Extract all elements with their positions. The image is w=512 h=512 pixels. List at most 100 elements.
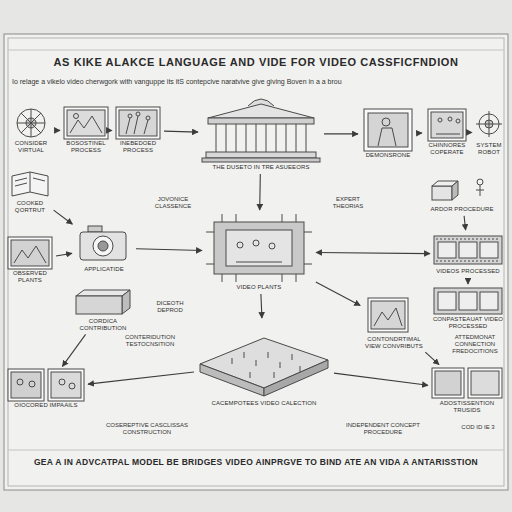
book-icon-part — [30, 172, 31, 192]
processor-chip-icon-part — [222, 214, 223, 222]
node-caption: OBSERVED PLANTS — [6, 270, 54, 284]
picture-frame-icon-part — [67, 110, 105, 136]
flow-arrow — [164, 131, 198, 132]
flow-arrow — [324, 133, 358, 134]
platform-crowd-icon-part — [244, 352, 245, 358]
flow-arrow — [425, 352, 439, 365]
platform-crowd-icon-part — [250, 372, 251, 378]
illustrated-node: CONTONDRTIMAL VIEW CONVRIBUTS — [362, 296, 426, 351]
flow-arrow — [316, 282, 360, 306]
processor-chip-icon — [206, 214, 312, 282]
camera-icon-part — [93, 236, 113, 256]
picture-frame-icon-part — [11, 240, 49, 266]
film-strip-icon-part — [438, 292, 456, 310]
flow-arrow — [259, 174, 261, 210]
annotation-label: CONTERIDUTION TESTOCNSITION — [112, 334, 188, 348]
platform-crowd-icon-part — [200, 338, 328, 388]
projector-box-icon-part — [76, 296, 122, 314]
picture-frame-icon — [364, 109, 412, 151]
wheel-icon-part — [21, 113, 41, 133]
processor-chip-icon-part — [253, 240, 259, 246]
platform-crowd-icon-part — [280, 362, 281, 368]
platform-crowd-icon-part — [256, 360, 257, 366]
book-icon-part — [15, 178, 27, 181]
picture-frame-icon-part — [368, 298, 408, 332]
platform-crowd-icon-part — [200, 364, 264, 396]
museum-building-icon-part — [306, 124, 307, 152]
museum-building-icon-part — [246, 124, 247, 152]
node-caption: COOKED QORTRUT — [8, 200, 52, 214]
node-caption: SYSTEM ROBOT — [474, 142, 504, 156]
picture-frame-icon-part — [456, 119, 460, 123]
camera-icon-part — [98, 241, 108, 251]
picture-frame-icon-part — [364, 109, 412, 151]
film-strip-icon-part — [459, 292, 477, 310]
platform-crowd-icon-part — [300, 366, 301, 372]
node-caption: BOSOSTINEL PROCESS — [62, 140, 110, 154]
processor-chip-icon-part — [296, 214, 297, 222]
wheel-icon-part — [21, 113, 41, 133]
picture-frame-icon-part — [468, 368, 502, 398]
processor-chip-icon-part — [237, 242, 243, 248]
flow-arrow — [467, 278, 468, 284]
museum-building-icon-part — [256, 124, 257, 152]
picture-frame-icon-part — [428, 109, 466, 141]
book-icon-part — [15, 183, 27, 186]
museum-building-icon-part — [216, 124, 217, 152]
picture-frame-icon-part — [471, 371, 499, 395]
node-caption: CONPASTEAUAT VIDEO PROCESSED — [432, 316, 504, 330]
museum-building-icon-part — [202, 158, 320, 162]
book-icon-part — [33, 178, 45, 181]
processor-chip-icon-part — [206, 232, 214, 233]
picture-frame-icon-part — [438, 118, 442, 122]
illustrated-node: CONSIDER VIRTUAL — [6, 106, 56, 155]
illustrated-node: CORDICA CONTRIBUTION — [70, 288, 136, 333]
picture-frame-icon — [116, 107, 160, 139]
picture-frame-icon — [428, 109, 466, 141]
platform-crowd-icon-part — [232, 358, 233, 364]
processor-chip-icon-part — [214, 222, 304, 274]
processor-chip-icon-part — [206, 264, 214, 265]
camera-icon-part — [80, 232, 126, 260]
illustrated-node: ARDOR PROCEDURE — [426, 176, 498, 214]
picture-frame-icon-part — [116, 107, 160, 139]
picture-frame-icon-part — [431, 112, 463, 138]
node-caption: CONTONDRTIMAL VIEW CONVRIBUTS — [362, 336, 426, 350]
picture-frame-icon-part — [17, 379, 23, 385]
annotation-label: COD ID IE 3 — [456, 424, 500, 431]
processor-chip-icon-part — [236, 262, 282, 263]
museum-building-icon-part — [296, 124, 297, 152]
annotation-label: JOVONICE CLASSENCE — [146, 196, 200, 210]
picture-frame-icon-part — [436, 134, 460, 135]
picture-frame-icon-part — [8, 369, 44, 401]
flow-arrow — [261, 294, 262, 318]
node-caption: VIDEOS PROCESSED — [432, 268, 504, 275]
picture-frame-icon-part — [374, 308, 402, 326]
picture-frame-icon-part — [29, 381, 35, 387]
picture-frame-icon-part — [8, 237, 52, 269]
platform-crowd-icon-part — [274, 372, 275, 378]
node-caption: APPLICATIDE — [74, 266, 134, 273]
flow-arrow — [62, 334, 85, 366]
projector-box-icon — [76, 290, 130, 314]
illustrated-node: INEBEDOED PROCESS — [114, 106, 162, 155]
museum-building-icon — [202, 99, 320, 162]
picture-frame-icon-part — [432, 368, 464, 398]
picture-frame-icon-part — [134, 116, 138, 134]
flow-arrow — [136, 249, 202, 251]
node-caption: THE DUSETO IN TRE ASUEEORS — [200, 164, 322, 171]
picture-frame-icon-part — [64, 107, 108, 139]
annotation-label: ATTEDMONAT CONNECTION FREDOCITIONS — [446, 334, 504, 355]
annotation-label: DICEOTH DEPROD — [144, 300, 196, 314]
flow-arrow — [88, 372, 194, 384]
illustrated-node: THE DUSETO IN TRE ASUEEORS — [200, 96, 322, 172]
card-frame-part — [8, 38, 504, 486]
film-strip-icon-part — [436, 239, 500, 240]
picture-frame-icon-part — [126, 118, 130, 134]
illustrated-node: APPLICATIDE — [74, 222, 134, 274]
annotation-label: INDEPENDENT CONCEPT PROCEDURE — [340, 422, 426, 436]
node-caption: VIDEO PLANTS — [204, 284, 314, 291]
picture-frame-icon-part — [74, 114, 79, 119]
